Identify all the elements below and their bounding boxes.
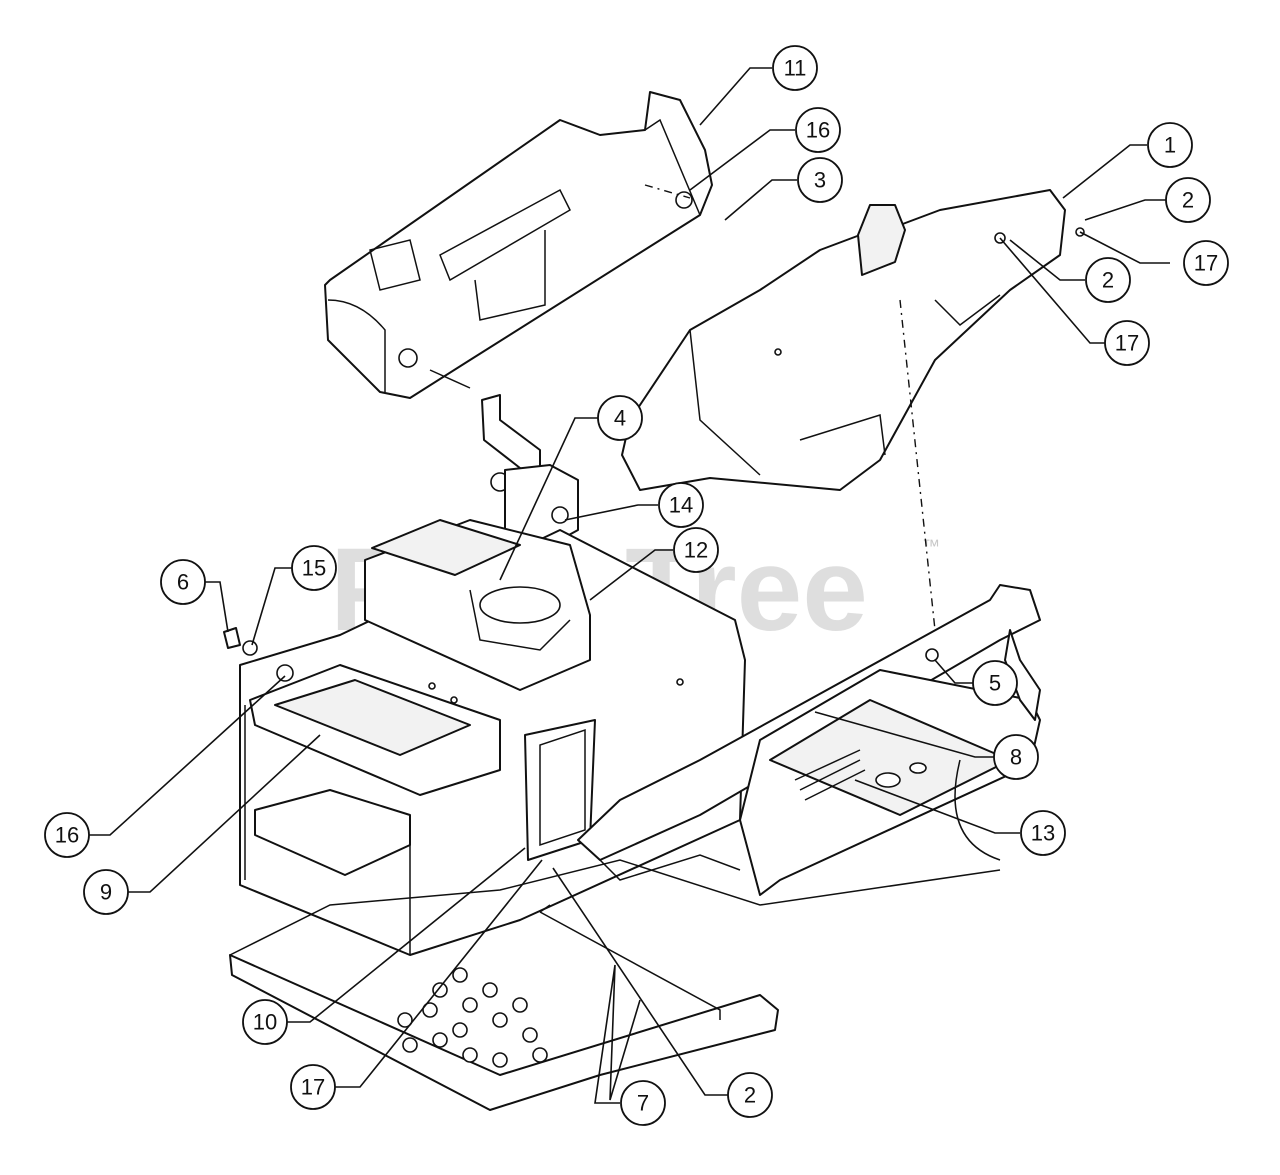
callout-8-label: 8 — [1010, 745, 1022, 770]
callout-17-middle-right: 17 — [1104, 320, 1150, 366]
washer-15 — [242, 640, 258, 656]
callout-7-label: 7 — [637, 1091, 649, 1116]
callout-2-top-right: 2 — [1165, 177, 1211, 223]
bolt-hole-left — [398, 348, 418, 368]
callout-11-label: 11 — [784, 56, 807, 81]
callout-8: 8 — [993, 734, 1039, 780]
watermark-trademark: ™ — [922, 536, 940, 556]
callout-17-bottom-label: 17 — [301, 1075, 325, 1100]
callout-14: 14 — [658, 482, 704, 528]
callout-6-label: 6 — [177, 570, 189, 595]
callout-1-label: 1 — [1164, 133, 1176, 158]
callout-6: 6 — [160, 559, 206, 605]
callout-2-top-right-label: 2 — [1182, 188, 1194, 213]
callout-12: 12 — [673, 527, 719, 573]
callout-3: 3 — [797, 157, 843, 203]
callout-17-top-right-label: 17 — [1194, 251, 1218, 276]
callout-17-top-right: 17 — [1183, 240, 1229, 286]
callout-2-middle-right-label: 2 — [1102, 268, 1114, 293]
callout-16-top-label: 16 — [806, 118, 830, 143]
leader-lines — [88, 67, 1170, 1104]
callout-16-left: 16 — [44, 812, 90, 858]
callout-15-label: 15 — [302, 556, 326, 581]
callout-10: 10 — [242, 999, 288, 1045]
callout-12-label: 12 — [684, 538, 708, 563]
part-floor-pan — [229, 859, 1001, 1111]
callout-5-label: 5 — [989, 671, 1001, 696]
part-right-fender-cover — [621, 189, 1085, 631]
washer-14 — [551, 506, 569, 524]
callout-10-label: 10 — [253, 1010, 277, 1035]
callout-11: 11 — [772, 45, 818, 91]
callout-1: 1 — [1147, 122, 1193, 168]
callout-17-bottom: 17 — [290, 1064, 336, 1110]
callout-4-label: 4 — [614, 406, 626, 431]
callout-2-middle-right: 2 — [1085, 257, 1131, 303]
callout-15: 15 — [291, 545, 337, 591]
callout-7: 7 — [620, 1080, 666, 1126]
callout-16-left-label: 16 — [55, 823, 79, 848]
knob-6 — [223, 627, 241, 649]
callout-17-middle-right-label: 17 — [1115, 331, 1139, 356]
callout-13-label: 13 — [1031, 821, 1055, 846]
callout-14-label: 14 — [669, 493, 693, 518]
seat-post-socket — [479, 586, 561, 624]
callout-5: 5 — [972, 660, 1018, 706]
grommet-right — [675, 191, 693, 209]
callout-9: 9 — [83, 869, 129, 915]
callout-16-top: 16 — [795, 107, 841, 153]
part-rear-body-cover — [324, 91, 713, 399]
callout-4: 4 — [597, 395, 643, 441]
callout-13: 13 — [1020, 810, 1066, 856]
callout-2-bottom: 2 — [727, 1072, 773, 1118]
callout-2-bottom-label: 2 — [744, 1083, 756, 1108]
callout-9-label: 9 — [100, 880, 112, 905]
callout-3-label: 3 — [814, 168, 826, 193]
